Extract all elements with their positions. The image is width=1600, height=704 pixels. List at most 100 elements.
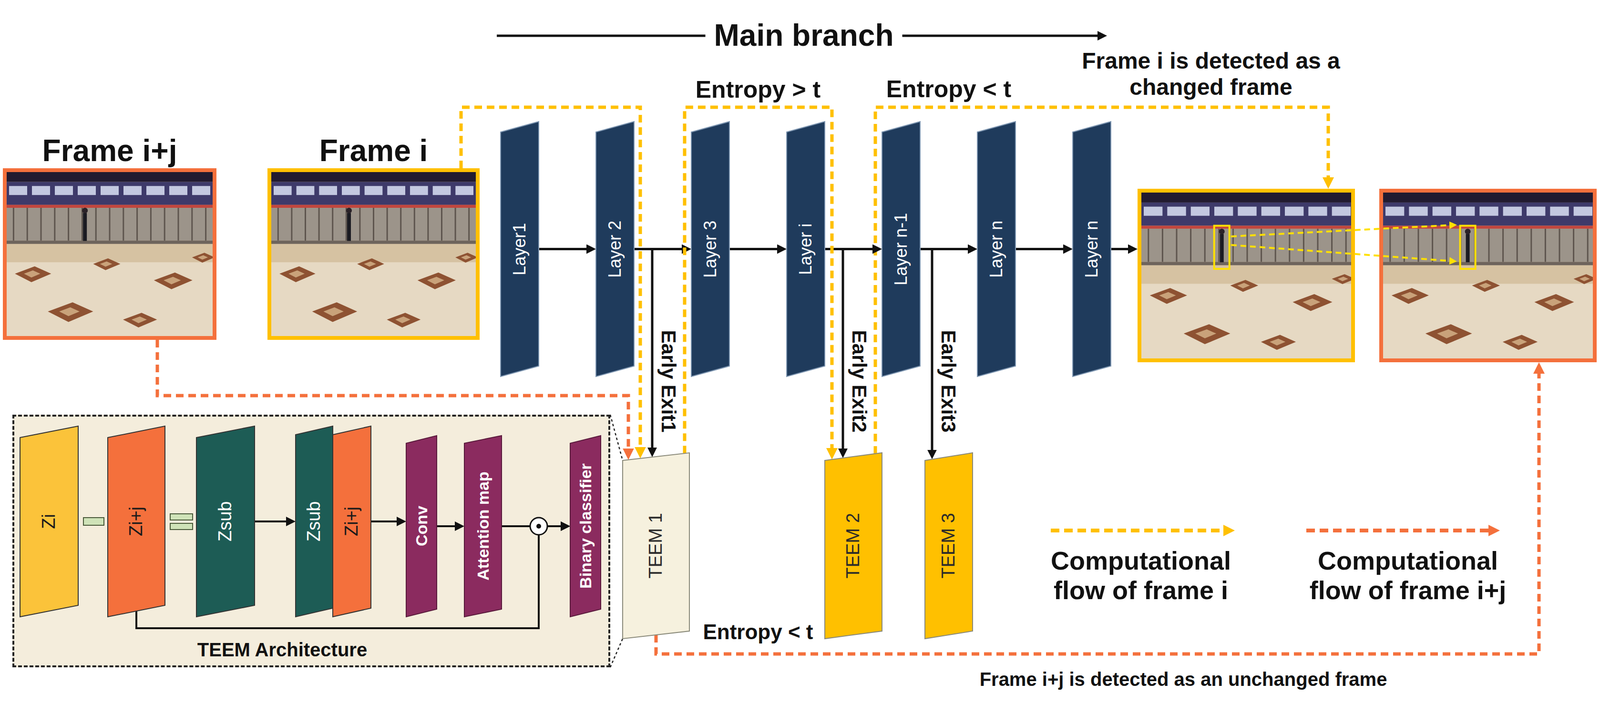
operation-block: Attention map [464, 435, 502, 617]
station-floor [271, 172, 476, 337]
block-label: Layer n [1081, 220, 1102, 278]
floor-tile-inner [1302, 298, 1321, 307]
condition-label: Entropy < t [886, 75, 1012, 104]
floor-tile-inner [288, 270, 305, 278]
branch-title: Main branch [705, 18, 903, 54]
floor-tile [92, 258, 121, 271]
floor-tile-inner [1237, 283, 1250, 289]
result-note: Frame i is detected as a changed frame [1063, 47, 1359, 101]
person-body [1466, 234, 1470, 263]
screen-door-bar [1431, 228, 1434, 263]
screen-door-bar [1161, 228, 1164, 263]
equals-operator [170, 513, 193, 521]
screen-door-bar [177, 207, 180, 241]
legend-sample [1306, 528, 1496, 533]
screen-door-bar [1176, 228, 1178, 263]
screen-door-bar [1572, 228, 1575, 263]
floor-tile [47, 302, 93, 322]
exit-label: Early Exit1 [658, 330, 679, 433]
layer-block: Layer i [786, 121, 825, 377]
person-head [1219, 228, 1225, 235]
legend-text: Computational flow of frame i [1031, 545, 1251, 606]
screen-door-bar [386, 207, 389, 241]
floor-tile [1534, 294, 1574, 311]
station-floor [1383, 192, 1595, 359]
train-window [341, 185, 360, 195]
feature-map: Zi [20, 426, 79, 617]
station-floor [6, 172, 213, 337]
frame-heading: Frame i [319, 133, 429, 168]
layer-arrow [1015, 247, 1069, 251]
block-face [882, 121, 921, 377]
zoom-line [610, 638, 623, 668]
block-label: TEEM 2 [842, 512, 864, 579]
person-head [1465, 228, 1471, 235]
layer-block: Layer 3 [691, 121, 730, 377]
block-face [1072, 121, 1111, 377]
screen-door-bar [1218, 228, 1220, 263]
train-body [6, 182, 213, 206]
block-face [107, 426, 165, 617]
block-face [622, 452, 690, 639]
early-exit-arrow [920, 249, 933, 456]
exit-label: Early Exit3 [938, 330, 959, 433]
screen-door-bar [1204, 228, 1206, 263]
flow-frame-i-j [656, 367, 1539, 655]
screen-door-bar [1516, 228, 1518, 263]
screen-door-bar [1302, 228, 1305, 263]
tracking-arrow [1230, 225, 1455, 237]
screen-door-bar [1530, 228, 1532, 263]
train-window [410, 185, 429, 195]
station-floor [1141, 192, 1354, 359]
block-label: Layer 2 [605, 220, 625, 278]
train-window [1573, 206, 1593, 216]
floor-tile-inner [1337, 276, 1349, 282]
screen-door-bar [191, 207, 193, 241]
floor-tile-inner [1579, 276, 1590, 282]
train-window [1261, 206, 1281, 216]
station-roof [1141, 192, 1354, 203]
screen-door-bar [1345, 228, 1347, 263]
train-body [1383, 202, 1595, 226]
station-floor-near [1383, 283, 1595, 359]
platform-screen [1383, 228, 1595, 263]
block-label: Conv [411, 506, 431, 547]
floor-tile [1502, 335, 1538, 350]
block-face [464, 435, 502, 617]
exit-module: TEEM 2 [824, 452, 883, 639]
architecture-panel: TEEM ArchitectureZiZi+jZsubZsubZi+jConvA… [12, 414, 611, 668]
feature-map: Zsub [295, 426, 333, 617]
person-body [82, 213, 87, 241]
exit-module: TEEM 3 [924, 452, 973, 639]
block-face [20, 426, 79, 617]
floor-tile-inner [1511, 338, 1528, 346]
train-window [100, 185, 119, 195]
screen-door-bar [67, 207, 70, 241]
product-operator [530, 517, 548, 535]
exit-module: TEEM 1 [622, 452, 690, 639]
block-label: Zsub [215, 501, 236, 542]
train-window [54, 185, 73, 195]
screen-door-bar [1331, 228, 1333, 263]
block-label: Layer1 [509, 222, 530, 276]
platform-screen [1141, 228, 1354, 263]
floor-tile-inner [427, 276, 445, 285]
screen-door-bar [413, 207, 416, 241]
floor-tile-inner [1544, 298, 1562, 307]
platform-edge [6, 240, 213, 245]
result-note: Frame i+j is detected as an unchanged fr… [979, 668, 1388, 691]
train-window [1503, 206, 1522, 216]
feature-map: Zsub [196, 426, 255, 617]
block-face [595, 121, 635, 377]
tracking-box [1214, 225, 1230, 269]
feature-map: Zi+j [107, 426, 165, 617]
block-label: Zi+j [125, 506, 147, 537]
flow-frame-i [875, 107, 1329, 454]
train-stripe [6, 205, 213, 208]
flow-frame-i [684, 107, 832, 455]
train-window [1190, 206, 1210, 216]
floor-tile-inner [1269, 338, 1286, 346]
screen-door-bar [1260, 228, 1262, 263]
layer-block: Layer1 [500, 121, 539, 377]
floor-tile [153, 272, 193, 290]
